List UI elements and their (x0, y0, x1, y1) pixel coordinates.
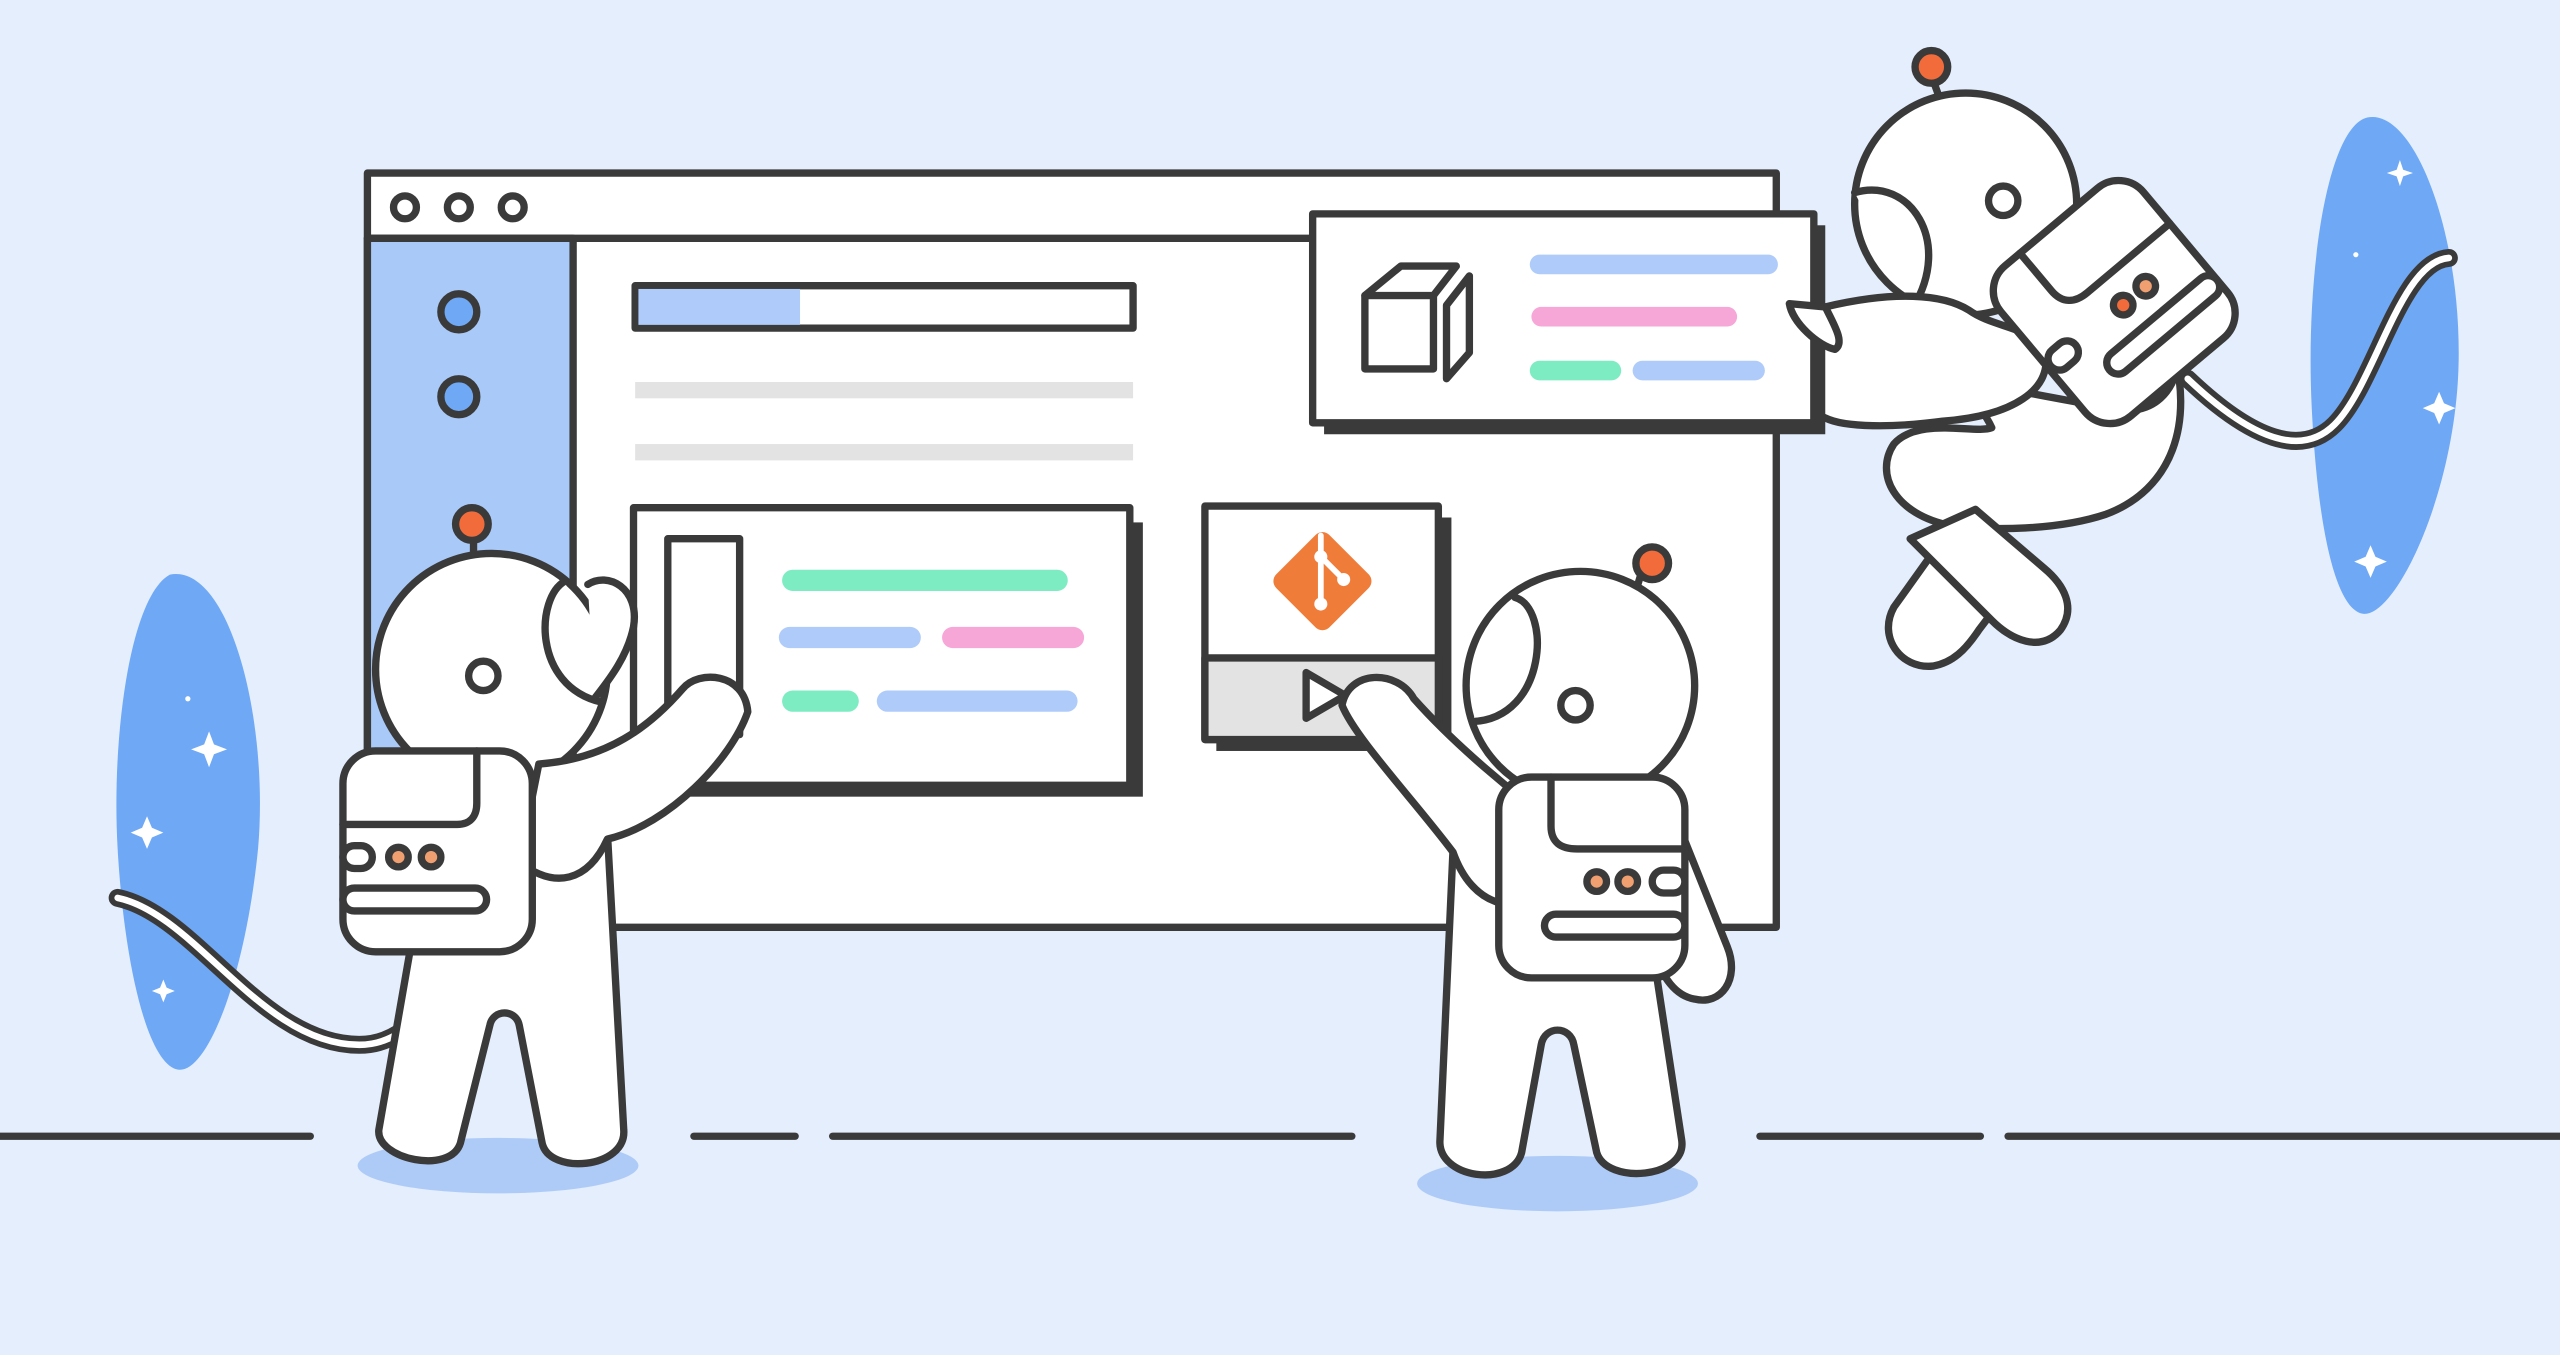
placeholder-line (635, 444, 1134, 461)
robot-backpack (339, 747, 536, 956)
component-card (1308, 210, 1826, 435)
cube-icon (1361, 262, 1474, 383)
right-portal (2310, 116, 2459, 614)
antenna-icon (1632, 543, 1673, 584)
robot-eye (464, 657, 502, 695)
green-bar (1529, 360, 1622, 381)
sidebar-dot (437, 375, 481, 419)
pink-bar (942, 626, 1085, 649)
robot-eye (1984, 182, 2022, 220)
sparkle-icon (2353, 159, 2456, 578)
sidebar-dot (437, 290, 481, 334)
progress-bar (631, 282, 1137, 332)
robot-eye (1557, 686, 1594, 724)
green-bar (782, 569, 1068, 591)
antenna-icon (451, 504, 492, 545)
robot-left (108, 504, 752, 1194)
text-card (629, 504, 1143, 797)
sparkle-icon (130, 696, 228, 1003)
blue-bar (876, 690, 1078, 712)
placeholder-line (635, 382, 1134, 399)
left-portal (116, 574, 260, 1070)
robot-flying (1784, 46, 2458, 670)
blue-bar (778, 626, 921, 649)
window-dots-icon (389, 192, 528, 223)
blue-bar (1529, 254, 1778, 275)
antenna-icon (1911, 46, 1952, 87)
robot-hand (1785, 299, 1843, 354)
play-icon (1302, 668, 1349, 722)
green-bar (782, 690, 859, 712)
robot-backpack (1495, 773, 1689, 982)
git-logo-icon (1273, 532, 1372, 631)
robot-middle (1338, 543, 1736, 1212)
robot-backpack (1989, 176, 2239, 428)
pink-bar (1531, 306, 1738, 327)
blue-bar (1632, 360, 1765, 381)
